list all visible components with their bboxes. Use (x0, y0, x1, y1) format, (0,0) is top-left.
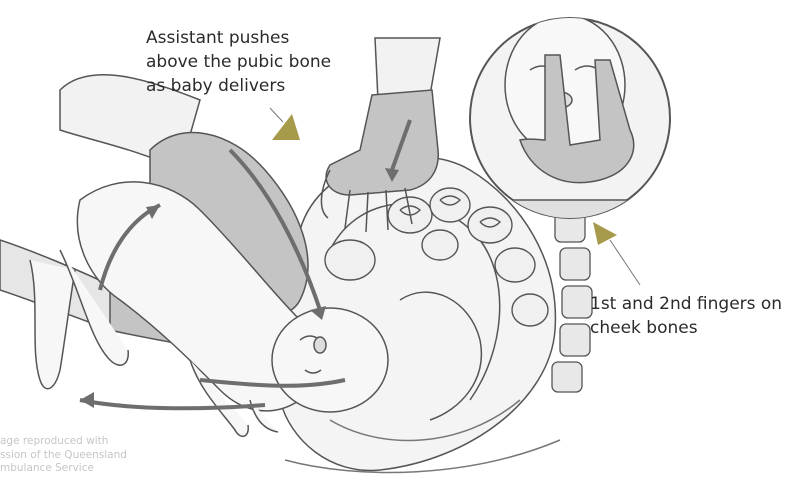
pointer-triangle-fingers (593, 222, 617, 245)
baby-head (272, 308, 388, 412)
annotation-line: as baby delivers (146, 74, 366, 98)
spine (552, 210, 592, 392)
credit-line: age reproduced with (0, 435, 330, 449)
credit-line: mbulance Service (0, 462, 330, 476)
annotation-fingers-on-cheek-bones: 1st and 2nd fingers on cheek bones (590, 292, 790, 340)
credit-line: ssion of the Queensland (0, 449, 330, 463)
annotation-line: cheek bones (590, 316, 790, 340)
annotation-line: Assistant pushes (146, 26, 366, 50)
annotation-line: above the pubic bone (146, 50, 366, 74)
pointer-triangle-assistant (272, 114, 300, 140)
annotation-line: 1st and 2nd fingers on (590, 292, 790, 316)
leader-line-fingers (610, 240, 640, 285)
leader-line-assistant (270, 108, 283, 122)
annotation-assistant-pushes: Assistant pushes above the pubic bone as… (146, 26, 366, 98)
image-credit: age reproduced with ssion of the Queensl… (0, 435, 330, 483)
